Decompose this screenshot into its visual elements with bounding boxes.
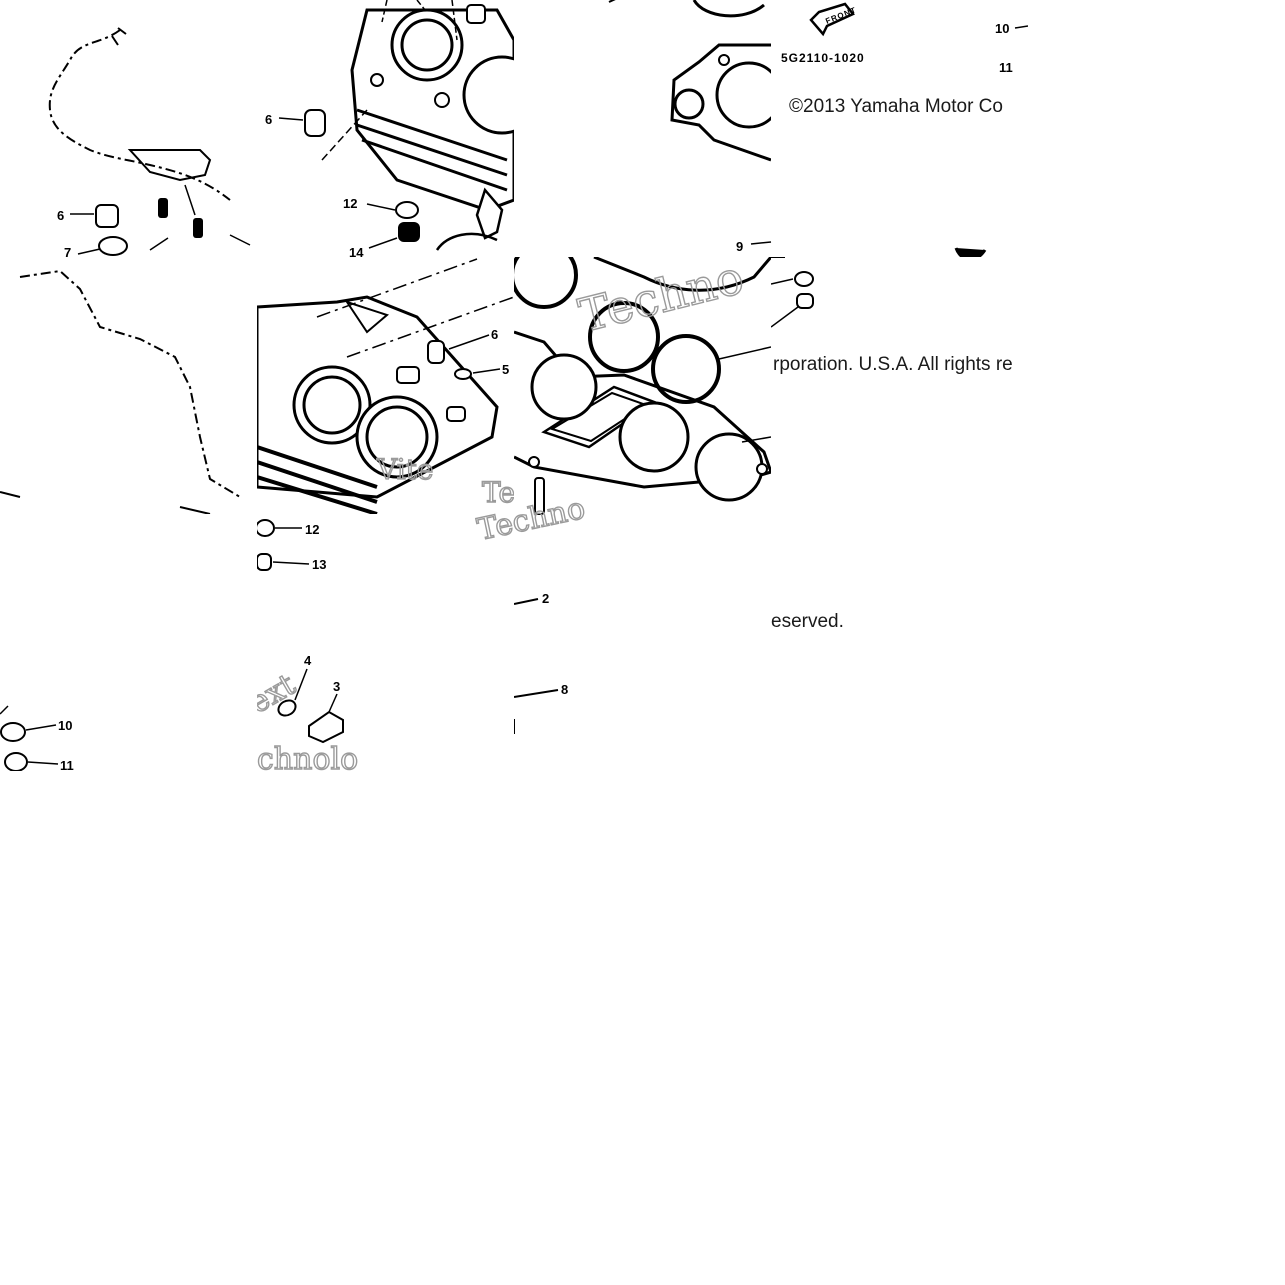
dowel-pin-icon (427, 340, 445, 364)
cap-nut-icon (398, 222, 420, 242)
stud-bolt-icon (534, 477, 545, 515)
callout-4: 4 (304, 653, 312, 668)
watermark-text: Vite (376, 453, 434, 486)
crankcase-tile: 6 7 (0, 0, 257, 257)
lower-crankcase-drawing (0, 269, 241, 514)
cap-nut-icon (257, 553, 272, 571)
cylinder-block-drawing: 6 5 Vite Te (257, 258, 514, 514)
cap-nut-icon (4, 752, 28, 771)
washer-icon (257, 519, 275, 537)
callout-14: 14 (349, 245, 364, 257)
copyright-line-2: rporation. U.S.A. All rights re (773, 354, 1013, 375)
callout-11: 11 (60, 758, 74, 771)
washer-tile: 10 11 (0, 514, 257, 771)
callout-5: 5 (502, 362, 509, 377)
gasket-corner-tile (514, 0, 771, 257)
callout-6: 6 (491, 327, 498, 342)
copyright-line-1: ©2013 Yamaha Motor Co (789, 96, 1003, 117)
base-gasket-drawing: Techno (514, 257, 771, 502)
cap-nut-icon (796, 293, 814, 309)
o-ring-icon (514, 257, 578, 309)
o-ring-icon (277, 699, 297, 717)
callout-10: 10 (58, 718, 72, 733)
copyright-line-3: eserved. (771, 611, 844, 632)
stud-drawing: 2 8 (514, 591, 568, 734)
washer-icon (794, 271, 814, 287)
o-ring-icon (454, 368, 472, 380)
callout-12: 12 (305, 522, 319, 537)
gasket-corner-drawing (608, 0, 771, 162)
callout-3: 3 (333, 679, 340, 694)
washer-icon (395, 201, 419, 219)
callout-7: 7 (64, 245, 71, 257)
o-ring-icon (651, 334, 721, 404)
crankcase-drawing: 6 7 (48, 27, 251, 257)
callout-11: 11 (999, 60, 1013, 75)
washer-icon (0, 722, 26, 742)
cap-nut-drawing (771, 257, 814, 328)
callout-9: 9 (736, 239, 743, 254)
copyright-tile: FRONT 5G2110-1020 10 11 ©2013 Yamaha Mot… (771, 0, 1028, 257)
washer-drawing: 10 11 (0, 705, 74, 771)
base-gasket-tile: Techno (514, 257, 771, 514)
callout-12: 12 (343, 196, 357, 211)
watermark-text: Techno (474, 491, 588, 548)
copyright-tail-tile: eserved. (771, 514, 1028, 771)
callout-13: 13 (312, 557, 326, 572)
callout-6: 6 (57, 208, 64, 223)
stud-tile: 2 8 (514, 514, 771, 771)
callout-2: 2 (542, 591, 549, 606)
cap-nut-tile: rporation. U.S.A. All rights re (771, 257, 1028, 514)
cylinder-head-tile: 6 12 14 (257, 0, 514, 257)
front-arrow-drawing: FRONT 5G2110-1020 10 11 (781, 2, 1028, 257)
cylinder-head-drawing: 6 12 14 (265, 0, 514, 257)
fitting-tile: 12 13 4 3 chnolo ext (257, 514, 514, 771)
dowel-pin-icon (304, 109, 326, 137)
stud-bolt-icon (193, 218, 203, 238)
lower-crankcase-tile (0, 257, 257, 514)
seal-ring-icon (98, 236, 128, 256)
watermark-text: Te (482, 476, 514, 509)
o-ring-icon (588, 301, 660, 373)
stud-bolt-icon (158, 198, 168, 218)
cylinder-block-tile: 6 5 Vite Te (257, 257, 514, 514)
fitting-drawing: 12 13 4 3 chnolo ext (257, 519, 359, 771)
callout-10: 10 (995, 21, 1009, 36)
callout-8: 8 (561, 682, 568, 697)
watermark-text: chnolo (257, 742, 358, 771)
part-number: 5G2110-1020 (781, 51, 865, 65)
callout-6: 6 (265, 112, 272, 127)
dowel-pin-icon (95, 204, 119, 228)
